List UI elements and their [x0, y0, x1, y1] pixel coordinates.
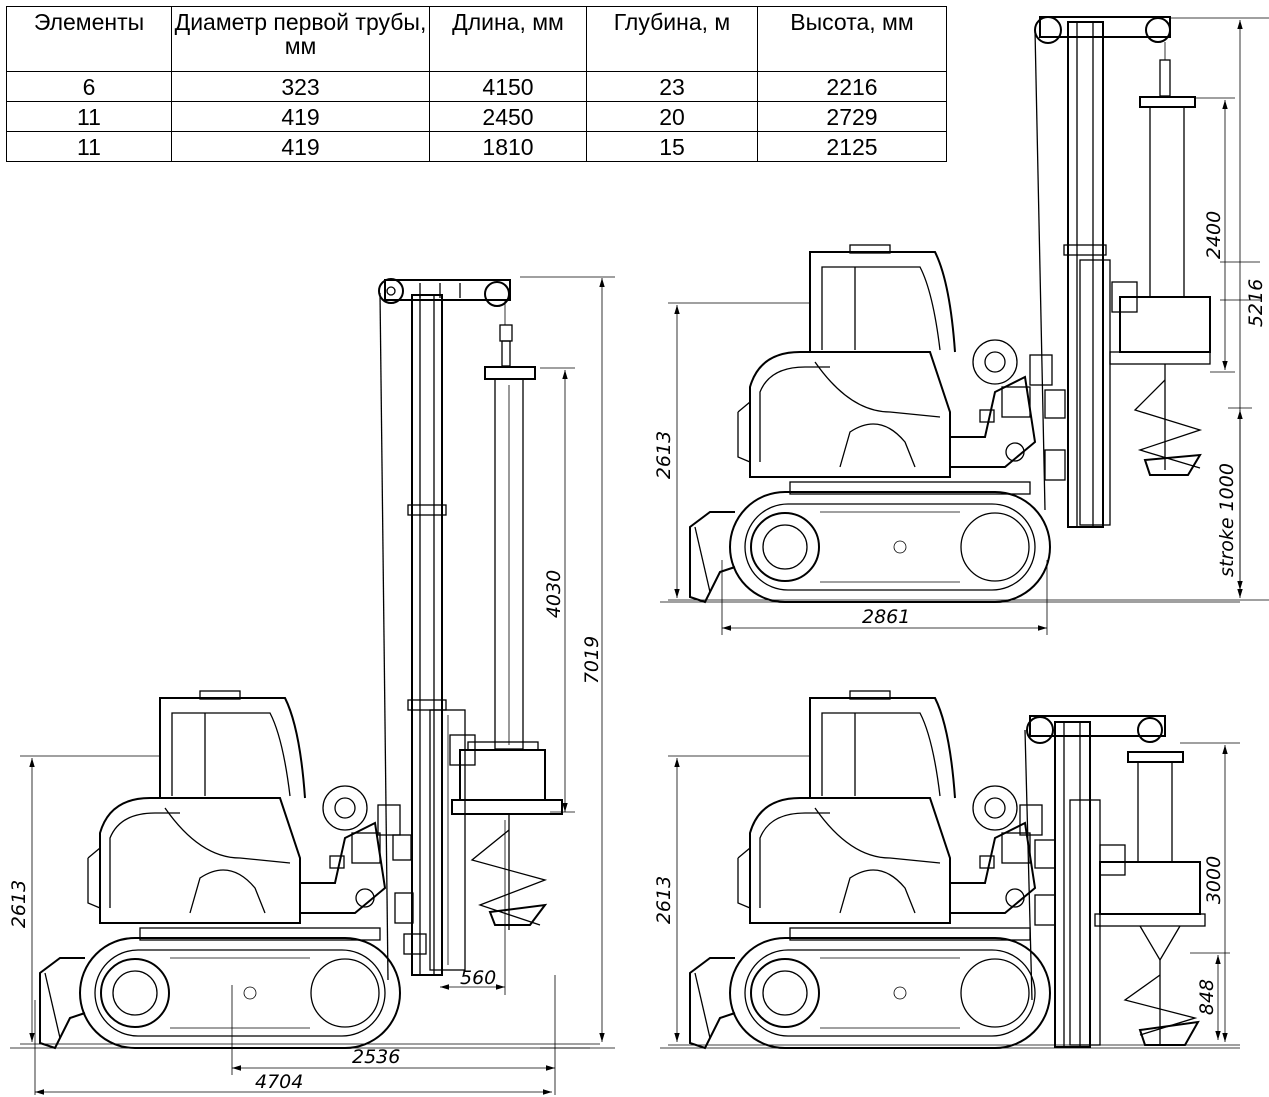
- table-cell: 11: [6, 101, 172, 132]
- table-cell: 1810: [429, 131, 587, 162]
- header-height: Высота, мм: [757, 6, 947, 72]
- dim-auger-length: 848: [1196, 979, 1218, 1015]
- dim-offset: 560: [460, 967, 496, 989]
- table-row: 11 419 1810 15 2125: [6, 131, 947, 162]
- header-first-pipe-diameter: Диаметр первой трубы, мм: [171, 6, 430, 72]
- table-row: 6 323 4150 23 2216: [6, 71, 947, 102]
- table-cell: 4150: [429, 71, 587, 102]
- top-right-drawing: 2613 2861 2400 5216 stroke 1000: [653, 16, 1269, 635]
- dim-stroke: stroke 1000: [1216, 463, 1238, 577]
- dim-overall-length: 4704: [255, 1071, 303, 1093]
- header-elements: Элементы: [6, 6, 172, 72]
- table-cell: 20: [586, 101, 758, 132]
- dim-mast-stroke: 4030: [543, 570, 565, 618]
- table-cell: 419: [171, 101, 430, 132]
- header-depth: Глубина, м: [586, 6, 758, 72]
- specifications-table: Элементы Диаметр первой трубы, мм Длина,…: [6, 6, 947, 162]
- dim-cab-height: 2613: [8, 880, 30, 928]
- left-drawing: 7019 4030 2613 560 2536 4704: [8, 276, 615, 1095]
- table-cell: 11: [6, 131, 172, 162]
- table-cell: 2450: [429, 101, 587, 132]
- dim-kelly-height: 2400: [1203, 211, 1225, 259]
- dim-tool-height: 3000: [1203, 856, 1225, 904]
- table-cell: 323: [171, 71, 430, 102]
- table-cell: 419: [171, 131, 430, 162]
- dim-height-total: 7019: [581, 636, 603, 684]
- table-cell: 2216: [757, 71, 947, 102]
- table-cell: 6: [6, 71, 172, 102]
- dim-cab-height: 2613: [653, 431, 675, 479]
- dim-track-length: 2536: [352, 1046, 400, 1068]
- table-header-row: Элементы Диаметр первой трубы, мм Длина,…: [6, 6, 947, 72]
- table-row: 11 419 2450 20 2729: [6, 101, 947, 132]
- dim-track-length: 2861: [862, 606, 910, 628]
- table-cell: 2125: [757, 131, 947, 162]
- bottom-right-drawing: 2613 3000 848: [653, 690, 1241, 1049]
- header-length: Длина, мм: [429, 6, 587, 72]
- dim-cab-height: 2613: [653, 876, 675, 924]
- table-cell: 2729: [757, 101, 947, 132]
- dim-total-height: 5216: [1245, 279, 1267, 327]
